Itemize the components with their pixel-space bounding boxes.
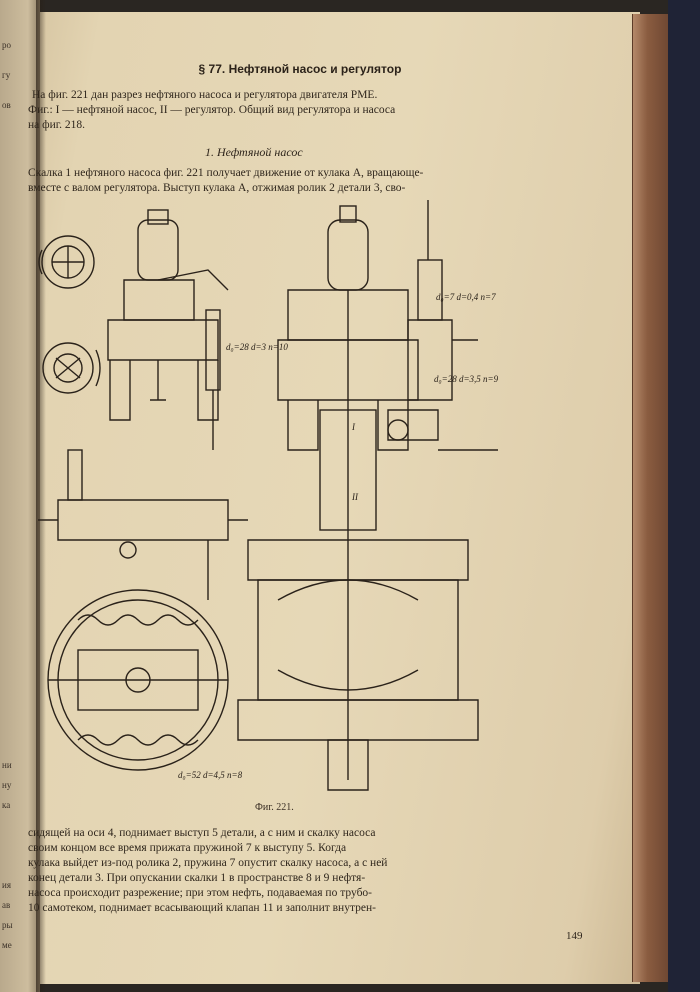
regulator-plan-view (47, 589, 229, 771)
figure-label: I (351, 422, 356, 432)
figure-label: d₀=28 d=3,5 n=9 (434, 374, 499, 384)
body-line: насоса происходит разрежение; при этом н… (28, 887, 373, 899)
intro-line: На фиг. 221 дан разрез нефтяного насоса … (32, 89, 378, 101)
intro-paragraph: На фиг. 221 дан разрез нефтяного насоса … (28, 88, 568, 133)
left-page-fragment: ов (2, 100, 11, 110)
cam-detail-upper (38, 235, 95, 289)
cam-detail-lower (42, 342, 101, 394)
body-line: кулака выйдет из-под ролика 2, пружина 7… (28, 857, 388, 869)
left-page-edge: ро гу ов ни ну ка ия ав ры ме (0, 0, 40, 992)
subsection-title: 1. Нефтяной насос (205, 145, 303, 159)
figure-caption: Фиг. 221. (255, 802, 294, 813)
left-page-fragment: ни (2, 760, 12, 770)
page-stack-edge (632, 14, 669, 982)
intro-line: Фиг.: I — нефтяной насос, II — регулятор… (28, 104, 396, 116)
figure-label: II (351, 492, 359, 502)
left-page-fragment: гу (2, 70, 11, 80)
pump-side-view (38, 449, 248, 600)
figure-label: d₀=28 d=3 n=10 (226, 342, 288, 352)
book-cover (668, 0, 700, 992)
intro-line: на фиг. 218. (28, 119, 86, 131)
body-paragraph-bottom: сидящей на оси 4, поднимает выступ 5 дет… (28, 826, 568, 916)
body-line: своим концом все время прижата пружиной … (28, 842, 347, 854)
page-number: 149 (566, 930, 583, 942)
left-page-fragment: ро (2, 40, 11, 50)
left-page-fragment: ры (2, 920, 13, 930)
book-page (40, 12, 640, 984)
pump-section-left (107, 209, 229, 450)
section-title: § 77. Нефтяной насос и регулятор (198, 62, 402, 76)
body-paragraph-top: Скалка 1 нефтяного насоса фиг. 221 получ… (28, 166, 568, 196)
left-page-fragment: ия (2, 880, 11, 890)
body-line: сидящей на оси 4, поднимает выступ 5 дет… (28, 827, 376, 839)
figure-label: d₀=52 d=4,5 n=8 (178, 770, 243, 780)
left-page-fragment: ну (2, 780, 12, 790)
left-page-fragment: ме (2, 940, 12, 950)
technical-drawing: d₀=7 d=0,4 n=7 d₀=28 d=3,5 n=9 d₀=28 d=3… (38, 200, 499, 791)
body-line: вместе с валом регулятора. Выступ кулака… (28, 182, 406, 194)
body-line: 10 самотеком, поднимает всасывающий клап… (28, 902, 376, 914)
body-line: Скалка 1 нефтяного насоса фиг. 221 получ… (28, 167, 424, 179)
spine-shadow (36, 0, 46, 992)
figure-label: d₀=7 d=0,4 n=7 (436, 292, 496, 302)
left-page-fragment: ав (2, 900, 11, 910)
left-page-fragment: ка (2, 800, 11, 810)
body-line: конец детали 3. При опускании скалки 1 в… (28, 872, 366, 884)
valve-assembly-right (387, 200, 498, 451)
